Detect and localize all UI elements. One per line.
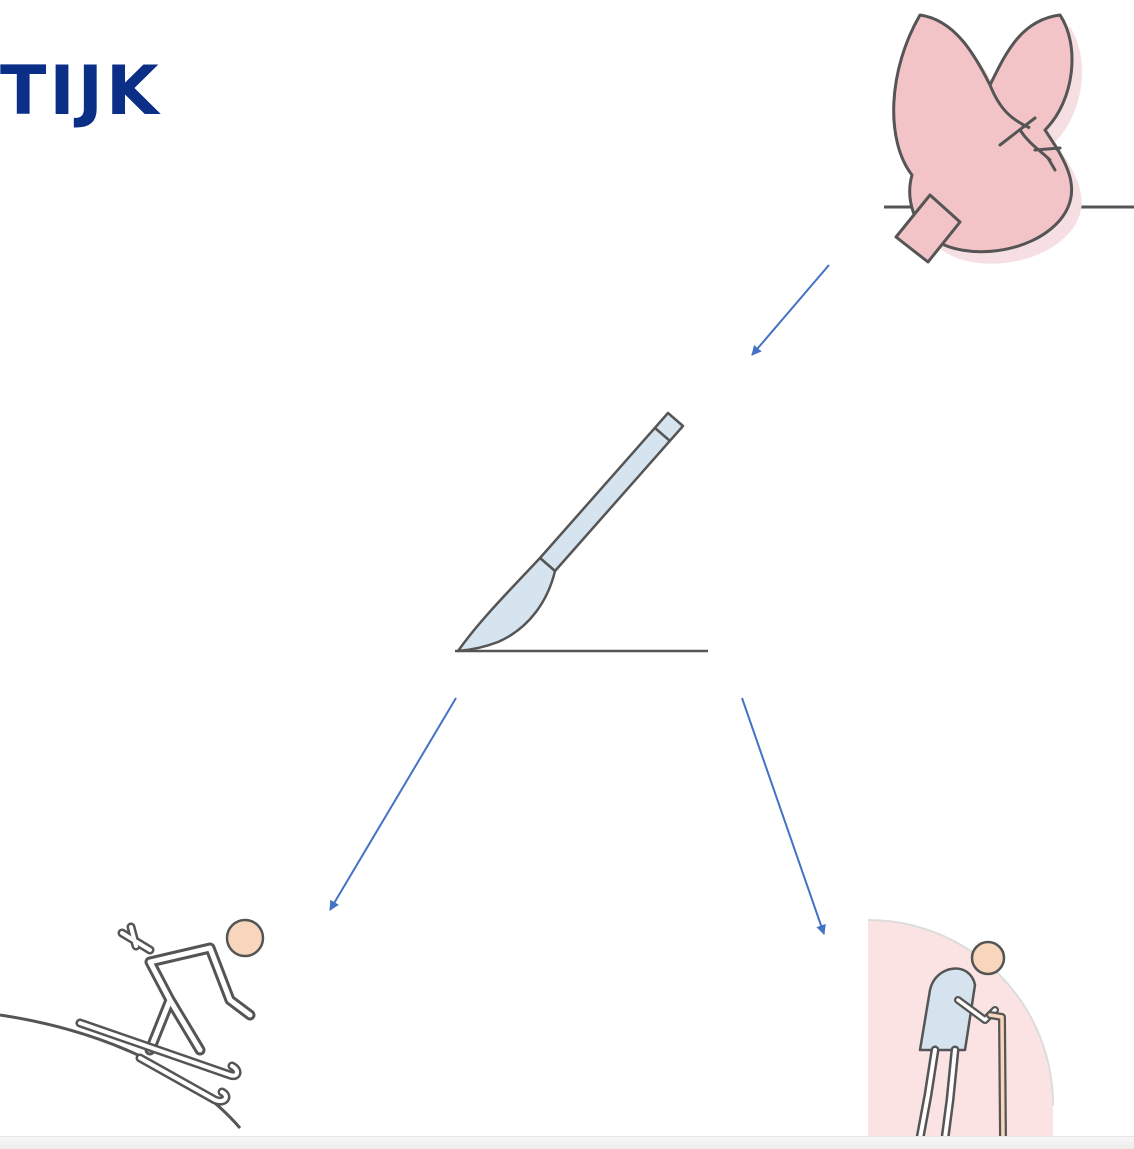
elderly-person-with-cane-icon <box>867 919 1054 1143</box>
scalpel-icon <box>455 411 708 653</box>
arrow-to-scalpel <box>751 264 830 356</box>
arrow-to-skier <box>329 697 457 911</box>
stomach-illustration <box>884 13 1134 264</box>
arrow-to-elderly <box>741 697 826 935</box>
bottom-scroll-edge <box>0 1136 1134 1149</box>
page-title: TIJK <box>0 52 162 131</box>
skier-icon <box>0 918 265 1129</box>
